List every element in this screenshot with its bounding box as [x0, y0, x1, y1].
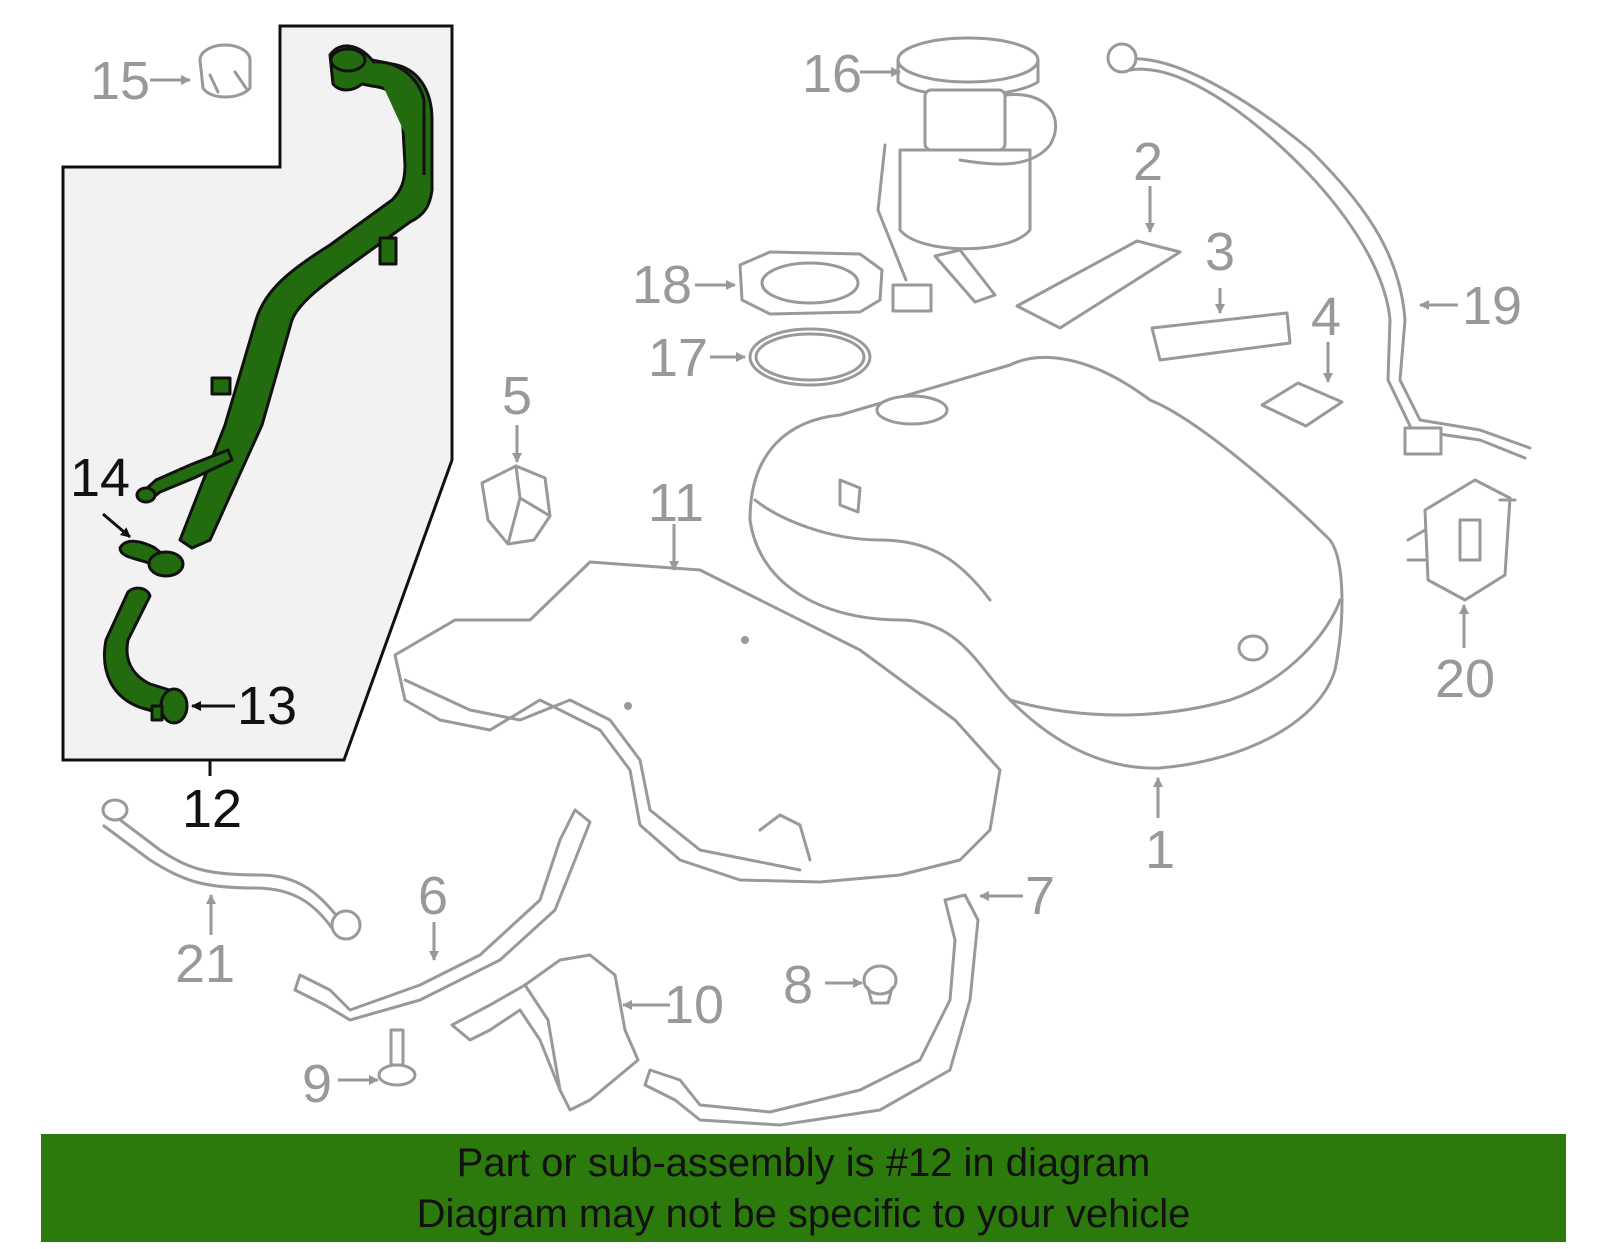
clamp-part-14 [118, 539, 185, 578]
callout-arrows [150, 67, 1469, 1085]
fuel-pump-part-16 [876, 36, 1058, 313]
callout-18: 18 [632, 255, 692, 315]
filler-neck [135, 44, 434, 550]
callout-20: 20 [1435, 649, 1495, 709]
callout-17: 17 [648, 328, 708, 388]
banner-line-1: Part or sub-assembly is #12 in diagram [456, 1141, 1151, 1185]
strap-part-6 [293, 808, 592, 1022]
callout-1: 1 [1145, 820, 1175, 880]
callout-arrows-highlighted [102, 512, 235, 711]
banner-line-2: Diagram may not be specific to your vehi… [416, 1192, 1191, 1236]
callout-10: 10 [664, 975, 724, 1035]
callout-19: 19 [1462, 276, 1522, 336]
fuel-tank-part-1 [748, 355, 1344, 770]
callout-9: 9 [302, 1054, 332, 1114]
pad-part-4 [1260, 381, 1344, 428]
callout-11: 11 [648, 473, 704, 533]
callout-6: 6 [418, 866, 448, 926]
callout-2: 2 [1133, 132, 1163, 192]
callout-3: 3 [1205, 222, 1235, 282]
callout-5: 5 [502, 366, 532, 426]
heat-shield-part-11 [393, 560, 1002, 884]
callout-16: 16 [802, 44, 862, 104]
pad-part-3 [1150, 311, 1292, 362]
strap-part-7 [643, 893, 980, 1127]
callout-12: 12 [182, 779, 242, 839]
bracket-part-10 [450, 953, 640, 1112]
pad-part-2 [1015, 239, 1182, 330]
info-banner: Part or sub-assembly is #12 in diagram D… [41, 1134, 1566, 1242]
callout-8: 8 [783, 955, 813, 1015]
lock-ring-part-18 [738, 250, 884, 316]
hose-part-13 [103, 586, 189, 725]
vent-line-part-19 [1106, 42, 1532, 460]
callout-21: 21 [175, 934, 235, 994]
fuel-cap-part-15 [198, 43, 252, 99]
callout-15: 15 [90, 51, 150, 111]
callout-13: 13 [237, 676, 297, 736]
bolt-part-9 [377, 1028, 417, 1087]
callout-7: 7 [1025, 866, 1055, 926]
callout-14: 14 [70, 448, 130, 508]
bracket-part-5 [480, 464, 552, 546]
callout-numbers: 1 2 3 4 5 6 7 8 9 10 11 12 13 14 15 16 1… [70, 44, 1522, 1114]
callout-4: 4 [1311, 287, 1341, 347]
plug-part-8 [862, 964, 898, 1005]
module-part-20 [1406, 478, 1517, 602]
hose-part-21 [101, 798, 362, 941]
seal-part-17 [748, 327, 872, 387]
